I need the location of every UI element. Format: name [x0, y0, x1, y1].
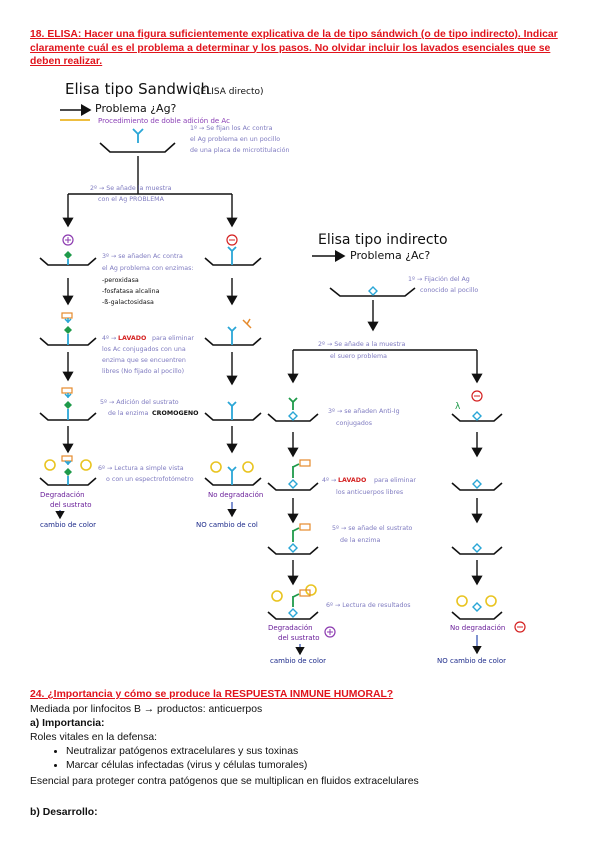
s4-l2: los Ac conjugados con una	[102, 346, 186, 353]
well-ind-right-4	[451, 546, 503, 555]
s4-l4: libres (No fijado al pocillo)	[102, 368, 184, 375]
i5-l2: de la enzima	[340, 537, 381, 544]
roles-line: Roles vitales en la defensa:	[30, 732, 158, 743]
antibody-icon	[132, 128, 144, 143]
s6-l1: 6º → Lectura a simple vista	[98, 465, 184, 472]
well-ind-right-3	[451, 482, 503, 491]
s4-pre: 4º →	[102, 335, 116, 342]
s3-line2: el Ag problema con enzimas:	[102, 265, 193, 272]
i2-l2: el suero problema	[330, 353, 387, 360]
substrate-icon	[44, 459, 56, 471]
s5-l1: 5º → Adición del sustrato	[100, 398, 179, 406]
indirect-heading: Elisa tipo indirecto	[318, 232, 448, 248]
s2-line1: 2º → Se añade la muestra	[90, 185, 172, 192]
sandwich-heading: Elisa tipo Sandwich	[65, 80, 210, 98]
sw-pos-color: cambio de color	[40, 521, 96, 529]
well-right-2	[204, 257, 262, 266]
s3-enz2: -fosfatasa alcalina	[102, 288, 160, 295]
s6-l2: o con un espectrofotómetro	[106, 475, 194, 483]
known-antigen-icon	[368, 286, 378, 296]
substrate-icon	[80, 459, 92, 471]
free-enzyme-antibody-icon	[242, 318, 252, 329]
well-ind-left-3	[267, 482, 319, 491]
s5-l2: de la enzima	[108, 410, 149, 417]
enzyme-icon	[61, 312, 73, 319]
sandwich-heading-note: (ELISA directo)	[197, 87, 264, 97]
list-item: Marcar células infectadas (virus y célul…	[66, 759, 307, 773]
s3-enz1: -peroxidasa	[102, 277, 139, 284]
sandwich-problem: Problema ¿Ag?	[95, 102, 177, 115]
ind-pos-color: cambio de color	[270, 657, 326, 665]
list-item: Neutralizar patógenos extracelulares y s…	[66, 745, 307, 759]
i4-wash: LAVADO	[338, 477, 367, 484]
sw-neg: No degradación	[208, 491, 263, 499]
ind-pos-l1: Degradación	[268, 624, 313, 632]
s4-l1: para eliminar	[152, 335, 194, 342]
s3-enz3: -ß-galactosidasa	[102, 299, 154, 306]
importance-heading: a) Importancia:	[30, 718, 105, 729]
roles-list: Neutralizar patógenos extracelulares y s…	[48, 745, 307, 773]
well-ind-1	[329, 287, 416, 297]
i3-l2: conjugados	[336, 420, 372, 427]
i1-l2: conocido al pocillo	[420, 287, 478, 294]
i4-l2: los anticuerpos libres	[336, 489, 403, 496]
indirect-problem: Problema ¿Ac?	[350, 249, 430, 262]
well-ind-left-2	[267, 413, 319, 422]
s4-l3: enzima que se encuentren	[102, 357, 186, 364]
elisa-diagram: Elisa tipo Sandwich (ELISA directo) Prob…	[39, 80, 526, 665]
ind-neg-color: NO cambio de color	[437, 657, 506, 665]
i3-l1: 3º → se añaden Anti-Ig	[328, 408, 400, 415]
ind-pos-l2: del sustrato	[278, 634, 320, 642]
i6: 6º → Lectura de resultados	[326, 602, 411, 609]
development-heading: b) Desarrollo:	[30, 807, 98, 818]
well-ind-right-5	[451, 611, 503, 620]
negative-marker-icon	[226, 234, 238, 246]
s5-chromo: CROMOGENO	[152, 410, 199, 417]
s1-line1: 1º → Se fijan los Ac contra	[190, 125, 273, 132]
well-right-3	[204, 337, 262, 346]
essential-line: Esencial para proteger contra patógenos …	[30, 776, 419, 787]
well-ind-left-4	[267, 546, 319, 555]
well-right-5	[204, 477, 262, 486]
mediated-line: Mediada por linfocitos B → productos: an…	[30, 704, 263, 715]
svg-text:λ: λ	[455, 402, 461, 412]
sw-pos-l1: Degradación	[40, 491, 85, 499]
sandwich-procedure: Procedimiento de doble adición de Ac	[98, 117, 230, 125]
well-step1	[99, 142, 176, 153]
i4-pre: 4º →	[322, 477, 336, 484]
well-right-4	[204, 412, 262, 421]
sw-pos-l2: del sustrato	[50, 501, 92, 509]
s2-line2: con el Ag PROBLEMA	[98, 196, 165, 203]
i4-l1: para eliminar	[374, 477, 416, 484]
sw-neg-color: NO cambio de col	[196, 521, 258, 529]
s4-wash: LAVADO	[118, 335, 147, 342]
i5-l1: 5º → se añade el sustrato	[332, 525, 413, 532]
positive-marker-icon	[62, 234, 74, 246]
question-24-title: 24. ¿Importancia y cómo se produce la RE…	[30, 689, 394, 700]
well-ind-right-2	[451, 413, 503, 422]
i2-l1: 2º → Se añade a la muestra	[318, 341, 406, 348]
well-ind-left-5	[267, 611, 319, 620]
i1-l1: 1º → Fijación del Ag	[408, 275, 470, 283]
s3-line1: 3º → se añaden Ac contra	[102, 253, 183, 260]
antigen-icon	[64, 251, 72, 259]
s1-line3: de una placa de microtitulación	[190, 146, 290, 154]
question-18-title: 18. ELISA: Hacer una figura suficienteme…	[30, 29, 558, 67]
ind-neg: No degradación	[450, 624, 505, 632]
s1-line2: el Ag problema en un pocillo	[190, 136, 280, 143]
